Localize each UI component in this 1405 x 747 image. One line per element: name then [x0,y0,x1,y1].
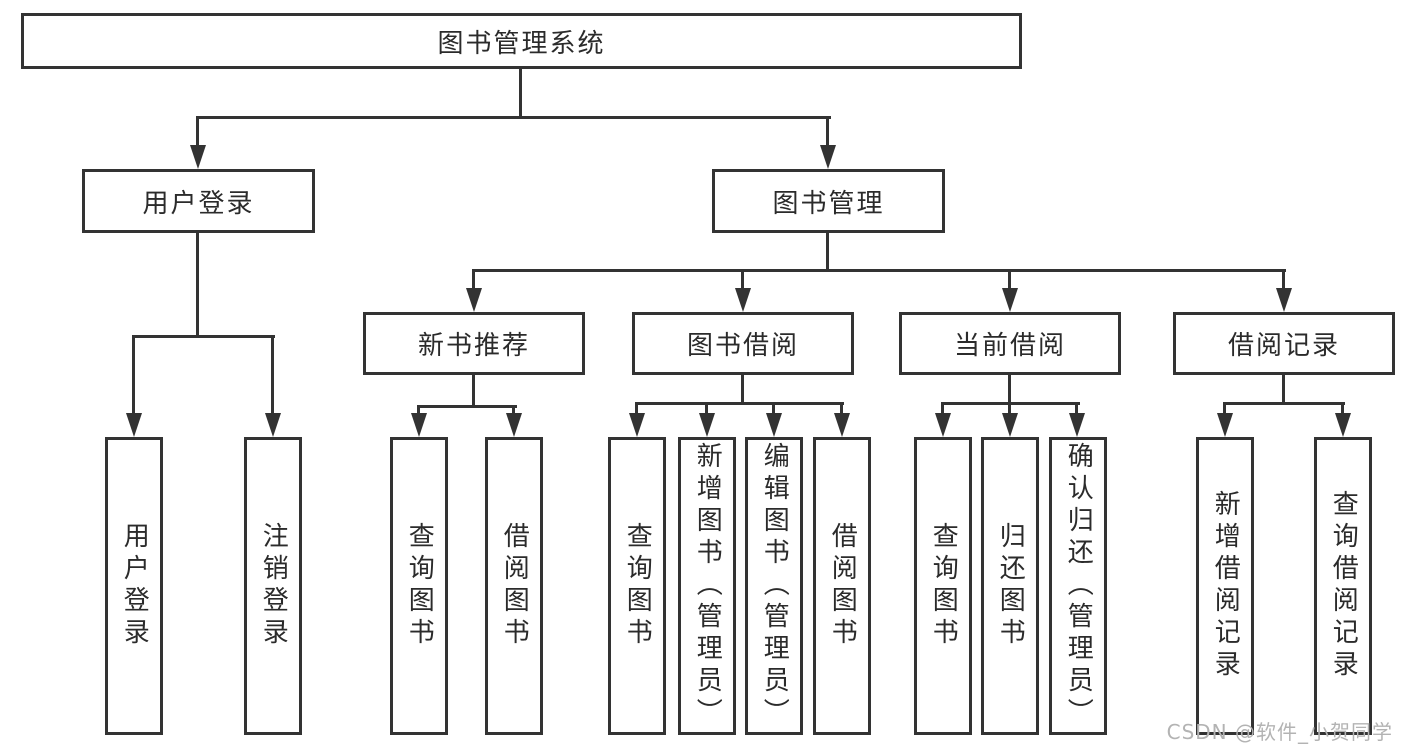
arrow-down-icon [820,145,836,169]
node-root: 图书管理系统 [21,13,1022,69]
arrow-down-icon [766,413,782,437]
leaf-user-login-label: 用户登录 [119,522,150,650]
leaf-logout-label: 注销登录 [258,522,289,650]
connector-line [417,405,517,408]
connector-line [741,269,744,290]
arrow-down-icon [935,413,951,437]
connector-line [826,116,829,147]
arrow-down-icon [699,413,715,437]
leaf-borrow-add-book-label: 新增图书（管理员） [692,442,723,730]
leaf-borrow-query-book-label: 查询图书 [622,522,653,650]
node-borrow-record: 借阅记录 [1173,312,1395,375]
connector-line [196,116,199,147]
arrow-down-icon [506,413,522,437]
node-book-borrow-label: 图书借阅 [686,331,799,361]
node-book-borrow: 图书借阅 [632,312,854,375]
connector-line [519,67,522,118]
leaf-borrow-borrow-book-label: 借阅图书 [827,522,858,650]
leaf-newbook-borrow-book-label: 借阅图书 [499,522,530,650]
arrow-down-icon [1335,413,1351,437]
connector-line [705,402,708,415]
connector-line [1282,269,1285,290]
arrow-down-icon [265,413,281,437]
connector-line [1223,402,1345,405]
arrow-down-icon [190,145,206,169]
leaf-current-confirm-return: 确认归还（管理员） [1049,437,1107,735]
csdn-watermark: CSDN @软件_小贺同学 [1166,720,1393,744]
node-user-login-label: 用户登录 [142,188,255,219]
connector-line [1008,269,1011,290]
connector-line [1008,402,1011,415]
leaf-borrow-borrow-book: 借阅图书 [813,437,871,735]
connector-line [1223,402,1226,415]
connector-line [472,374,475,407]
connector-line [132,335,135,415]
connector-line [772,402,775,415]
leaf-borrow-edit-book-label: 编辑图书（管理员） [759,442,790,730]
arrow-down-icon [1002,288,1018,312]
leaf-current-return-book: 归还图书 [981,437,1039,735]
leaf-record-query-record: 查询借阅记录 [1314,437,1372,735]
node-book-mgmt: 图书管理 [712,169,945,233]
arrow-down-icon [735,288,751,312]
arrow-down-icon [466,288,482,312]
leaf-borrow-edit-book: 编辑图书（管理员） [745,437,803,735]
node-user-login: 用户登录 [82,169,315,233]
connector-line [1282,374,1285,405]
node-current-borrow-label: 当前借阅 [953,331,1066,361]
leaf-borrow-add-book: 新增图书（管理员） [678,437,736,735]
node-current-borrow: 当前借阅 [899,312,1121,375]
leaf-current-return-book-label: 归还图书 [995,522,1026,650]
connector-line [826,231,829,272]
node-borrow-record-label: 借阅记录 [1227,331,1340,361]
arrow-down-icon [1002,413,1018,437]
connector-line [271,335,274,415]
arrow-down-icon [1276,288,1292,312]
connector-line [417,405,420,415]
connector-line [196,116,831,119]
leaf-record-add-record: 新增借阅记录 [1196,437,1254,735]
leaf-borrow-query-book: 查询图书 [608,437,666,735]
connector-line [635,402,638,415]
connector-line [840,402,843,415]
arrow-down-icon [126,413,142,437]
connector-line [1075,402,1078,415]
node-new-book-recommend: 新书推荐 [363,312,585,375]
leaf-newbook-borrow-book: 借阅图书 [485,437,543,735]
arrow-down-icon [629,413,645,437]
node-book-mgmt-label: 图书管理 [772,188,885,219]
leaf-record-add-record-label: 新增借阅记录 [1210,490,1241,682]
arrow-down-icon [834,413,850,437]
leaf-current-confirm-return-label: 确认归还（管理员） [1063,442,1094,730]
connector-line [941,402,944,415]
leaf-newbook-query-book: 查询图书 [390,437,448,735]
connector-line [132,335,275,338]
connector-line [1341,402,1344,415]
leaf-user-login: 用户登录 [105,437,163,735]
leaf-current-query-book: 查询图书 [914,437,972,735]
connector-line [635,402,844,405]
connector-line [1008,374,1011,405]
leaf-logout: 注销登录 [244,437,302,735]
connector-line [196,231,199,337]
arrow-down-icon [411,413,427,437]
connector-line [741,374,744,405]
arrow-down-icon [1069,413,1085,437]
connector-line [472,269,475,290]
node-new-book-recommend-label: 新书推荐 [417,331,530,361]
leaf-record-query-record-label: 查询借阅记录 [1328,490,1359,682]
arrow-down-icon [1217,413,1233,437]
connector-line [472,269,1286,272]
connector-line [512,405,515,415]
node-root-label: 图书管理系统 [437,28,606,59]
leaf-newbook-query-book-label: 查询图书 [404,522,435,650]
leaf-current-query-book-label: 查询图书 [928,522,959,650]
